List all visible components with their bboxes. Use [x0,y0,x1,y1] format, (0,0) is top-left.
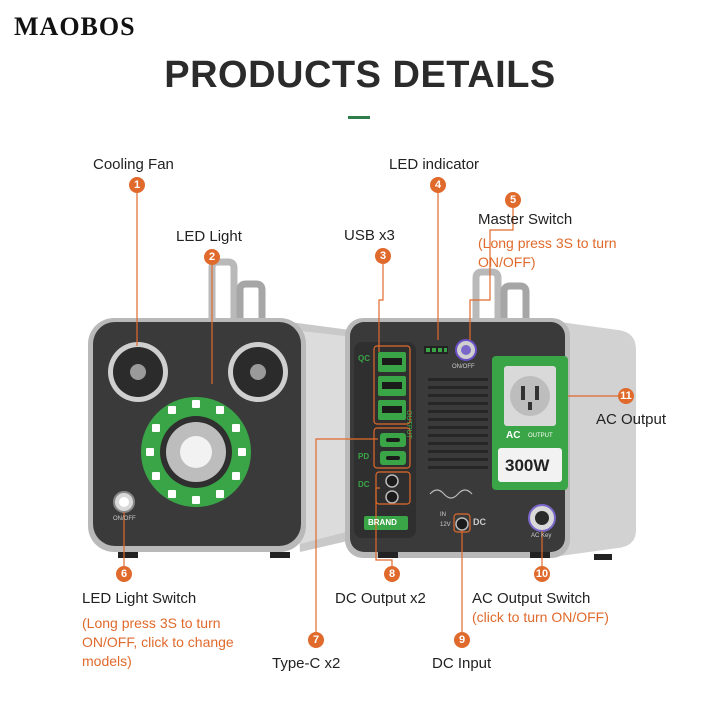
callout-number-5: 5 [505,192,521,208]
callout-label-led-indicator: LED indicator [389,156,480,173]
callout-number-11: 11 [618,388,634,404]
callout-number-6: 6 [116,566,132,582]
callout-number-7: 7 [308,632,324,648]
brand-logo: MAOBOS [14,12,136,41]
callout-number-1: 1 [129,177,145,193]
callout-label-ac-output: AC Output [596,411,667,428]
callout-label-dc-output: DC Output x2 [335,590,426,607]
callout-number-9: 9 [454,632,470,648]
dc-in-label: IN [440,512,446,518]
ac-label: AC [506,430,521,441]
callout-note-ac-output-switch: (click to turn ON/OFF) [472,609,609,625]
callout-label-led-light: LED Light [176,228,242,245]
brand-plate-label: BRAND [368,518,397,527]
dc-in-port-label: DC [473,517,486,527]
callout-number-8: 8 [384,566,400,582]
qc-label: QC [358,354,370,363]
output-vertical-label: OUTPUT [405,410,412,439]
ac-output-label: OUTPUT [528,433,553,439]
dc-in-voltage: 12V [440,522,451,528]
callout-label-cooling-fan: Cooling Fan [93,156,174,173]
callout-label-ac-output-switch: AC Output Switch [472,590,591,607]
title-divider [348,116,370,119]
master-switch-label: ON/OFF [452,364,475,370]
callout-number-4: 4 [430,177,446,193]
callout-lines [123,193,618,632]
callout-note-led-light-switch: (Long press 3S to turn ON/OFF, click to … [82,615,234,669]
left-unit [88,258,352,558]
right-unit [345,268,636,560]
pd-label: PD [358,452,370,461]
ac-key-label: AC Key [531,533,552,539]
callout-label-dc-input: DC Input [432,655,492,672]
callout-label-type-c: Type-C x2 [272,655,341,672]
callout-number-2: 2 [204,249,220,265]
page-title: PRODUCTS DETAILS [164,54,556,96]
dc-label: DC [358,480,370,489]
callout-number-10: 10 [534,566,550,582]
callout-label-master-switch: Master Switch [478,211,573,228]
callout-label-usb: USB x3 [344,227,395,244]
callout-number-3: 3 [375,248,391,264]
callout-label-led-light-switch: LED Light Switch [82,590,197,607]
callout-note-master-switch: (Long press 3S to turn ON/OFF) [478,235,617,270]
light-switch-label: ON/OFF [113,516,136,522]
wattage-label: 300W [505,456,550,475]
